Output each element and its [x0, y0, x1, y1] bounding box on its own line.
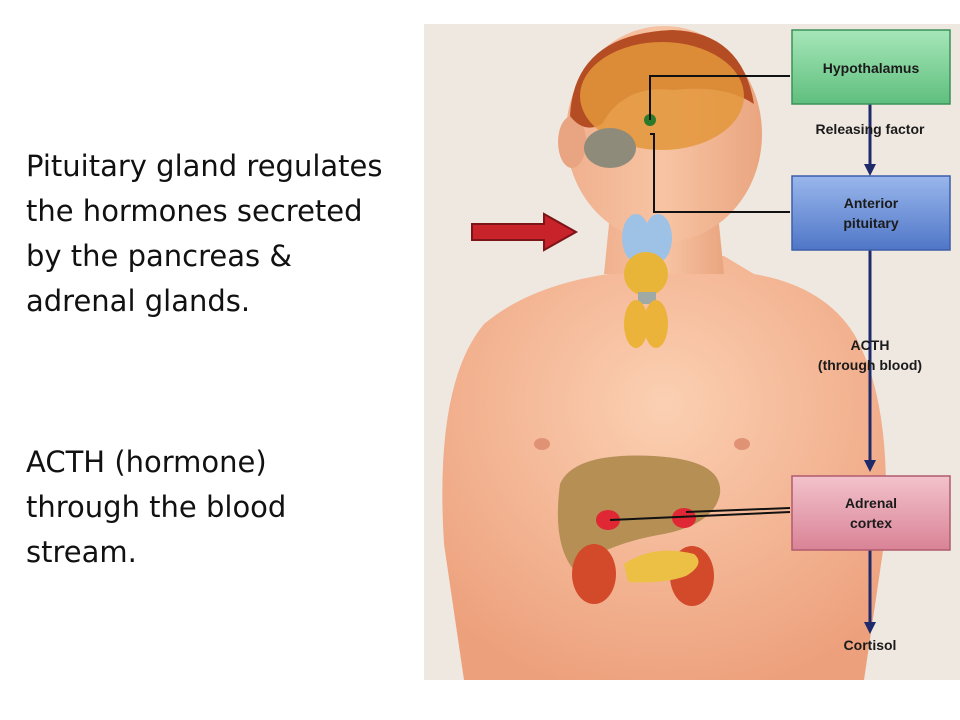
- adrenal-cortex-box: [791, 475, 951, 551]
- cortisol-label: Cortisol: [844, 637, 897, 653]
- releasing-factor-label: Releasing factor: [816, 121, 925, 137]
- anterior-pituitary-box: [791, 175, 951, 251]
- hypothalamus-connector: [649, 75, 790, 120]
- adrenal-connector-left: [609, 511, 791, 521]
- chest-left: [534, 438, 550, 450]
- pituitary-description: Pituitary gland regulates the hormones s…: [26, 149, 383, 318]
- thyroid-left: [622, 214, 650, 262]
- adrenal-cortex-label-1: Adrenal: [845, 495, 897, 511]
- acth-description: ACTH (hormone) through the blood stream.: [26, 445, 287, 569]
- thyroid-right: [644, 214, 672, 262]
- pancreas-shape: [624, 550, 699, 583]
- hypothalamus-label: Hypothalamus: [823, 60, 920, 76]
- adrenal-right: [672, 508, 696, 528]
- endocrine-diagram: Hypothalamus Releasing factor Anterior p…: [424, 24, 960, 680]
- adrenal-left: [596, 510, 620, 530]
- kidney-left: [572, 544, 616, 604]
- gland-lower-right: [644, 300, 668, 348]
- flow-arrowhead-2: [864, 460, 876, 472]
- hypothalamus-box: [791, 29, 951, 105]
- adrenal-cortex-label-2: cortex: [850, 515, 892, 531]
- anterior-pituitary-label-2: pituitary: [843, 215, 898, 231]
- flow-arrowhead-3: [864, 622, 876, 634]
- gland-lower-left: [624, 300, 648, 348]
- anatomy-illustration: Hypothalamus Releasing factor Anterior p…: [442, 26, 951, 680]
- acth-label-2: (through blood): [818, 357, 922, 373]
- adrenal-connector-right: [685, 507, 791, 513]
- pituitary-connector: [650, 133, 790, 213]
- liver-shape: [557, 455, 721, 570]
- cerebellum-shape: [584, 128, 636, 168]
- flow-arrowhead-1: [864, 164, 876, 176]
- ear-shape: [558, 116, 586, 168]
- red-pointer-arrow-icon: [471, 212, 579, 252]
- acth-label-1: ACTH: [851, 337, 890, 353]
- chest-right: [734, 438, 750, 450]
- gland-connector: [638, 292, 656, 304]
- cerebrum-shape: [580, 42, 744, 150]
- gland-upper: [624, 252, 668, 296]
- anterior-pituitary-label-1: Anterior: [844, 195, 899, 211]
